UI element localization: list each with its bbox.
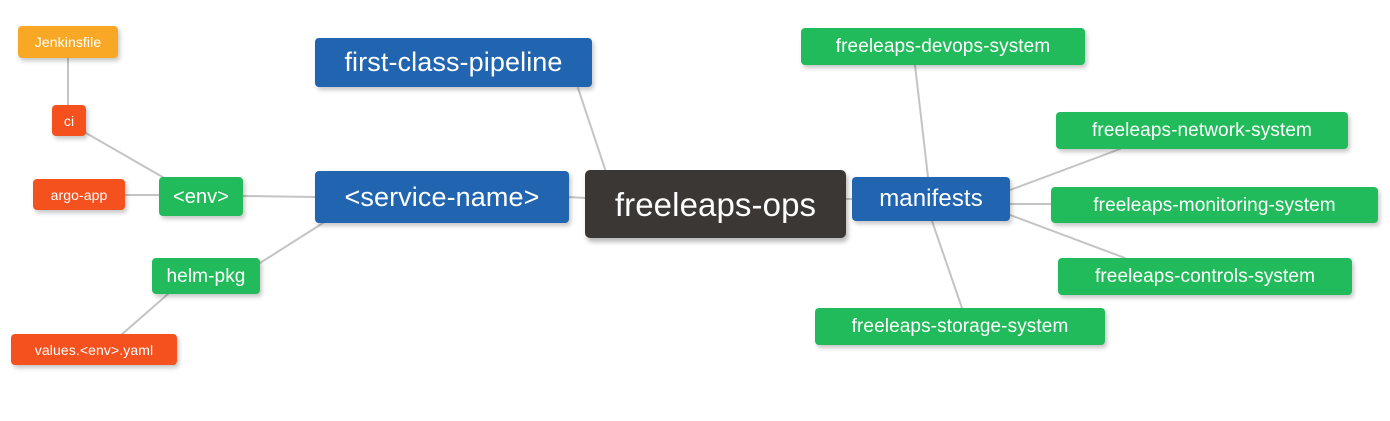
node-label: freeleaps-network-system <box>1092 120 1312 141</box>
mindmap-node-service-name[interactable]: <service-name> <box>315 171 569 223</box>
node-label: helm-pkg <box>166 265 246 287</box>
edge-freeleaps-ops-to-first-class-pipeline <box>577 87 607 173</box>
mindmap-node-freeleaps-monitoring-system[interactable]: freeleaps-monitoring-system <box>1051 187 1378 223</box>
node-label: freeleaps-controls-system <box>1094 266 1316 287</box>
node-label: argo-app <box>50 186 108 203</box>
mindmap-node-freeleaps-network-system[interactable]: freeleaps-network-system <box>1056 112 1348 149</box>
node-label: <service-name> <box>344 181 540 212</box>
mindmap-node-manifests[interactable]: manifests <box>852 177 1010 221</box>
edge-service-name-to-helm-pkg <box>259 222 324 264</box>
edge-freeleaps-ops-to-service-name <box>568 196 586 199</box>
edge-manifests-to-freeleaps-devops-system <box>914 64 929 178</box>
node-label: manifests <box>879 185 983 212</box>
node-label: ci <box>63 112 75 129</box>
mindmap-node-freeleaps-ops[interactable]: freeleaps-ops <box>585 170 846 238</box>
mindmap-node-freeleaps-storage-system[interactable]: freeleaps-storage-system <box>815 308 1105 345</box>
edge-service-name-to-env <box>242 195 316 198</box>
mindmap-node-env[interactable]: <env> <box>159 177 243 216</box>
edge-manifests-to-freeleaps-network-system <box>1009 148 1121 191</box>
node-label: Jenkinsfile <box>34 34 102 50</box>
mindmap-node-ci[interactable]: ci <box>52 105 86 136</box>
mindmap-node-first-class-pipeline[interactable]: first-class-pipeline <box>315 38 592 87</box>
node-label: freeleaps-ops <box>614 185 817 223</box>
mindmap-node-freeleaps-controls-system[interactable]: freeleaps-controls-system <box>1058 258 1352 295</box>
node-label: freeleaps-monitoring-system <box>1093 194 1336 216</box>
mindmap-node-argo-app[interactable]: argo-app <box>33 179 125 210</box>
node-label: <env> <box>172 185 230 208</box>
mindmap-node-freeleaps-devops-system[interactable]: freeleaps-devops-system <box>801 28 1085 65</box>
edge-env-to-ci <box>85 132 167 180</box>
node-label: freeleaps-storage-system <box>851 316 1069 337</box>
node-label: first-class-pipeline <box>344 47 563 77</box>
node-label: values.<env>.yaml <box>34 341 154 358</box>
mindmap-node-helm-pkg[interactable]: helm-pkg <box>152 258 260 294</box>
node-label: freeleaps-devops-system <box>835 36 1051 57</box>
mindmap-node-values-yaml[interactable]: values.<env>.yaml <box>11 334 177 365</box>
mindmap-node-jenkinsfile[interactable]: Jenkinsfile <box>18 26 118 58</box>
edge-manifests-to-freeleaps-storage-system <box>931 220 963 309</box>
edge-helm-pkg-to-values-yaml <box>119 293 169 337</box>
